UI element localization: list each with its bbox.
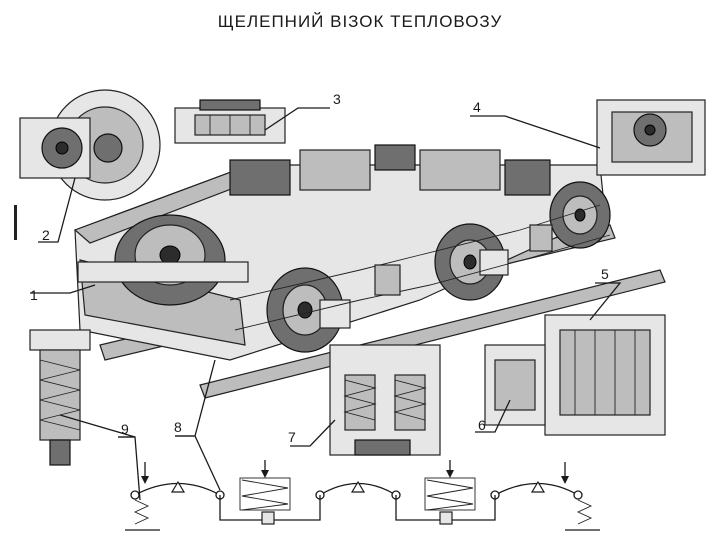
page-title: ЩЕЛЕПНИЙ ВІЗОК ТЕПЛОВОЗУ bbox=[217, 12, 503, 31]
wheelset-drawing bbox=[14, 89, 161, 240]
callout-2: 2 bbox=[42, 227, 50, 243]
callout-4: 4 bbox=[473, 99, 481, 115]
scheme-diagram bbox=[125, 460, 600, 531]
callout-9: 9 bbox=[121, 421, 129, 437]
bogie-frame-drawing bbox=[73, 144, 666, 399]
callout-3: 3 bbox=[333, 91, 341, 107]
callout-5: 5 bbox=[601, 266, 609, 282]
axle-box-detail bbox=[174, 99, 286, 144]
callout-1: 1 bbox=[30, 287, 38, 303]
callout-6: 6 bbox=[478, 417, 486, 433]
traction-motor-detail bbox=[596, 99, 706, 176]
leader-lines bbox=[30, 107, 622, 501]
axle-box-section bbox=[484, 314, 666, 436]
callout-8: 8 bbox=[174, 419, 182, 435]
callout-7: 7 bbox=[288, 429, 296, 445]
spring-detail bbox=[329, 344, 441, 456]
suspension-detail bbox=[29, 329, 91, 466]
